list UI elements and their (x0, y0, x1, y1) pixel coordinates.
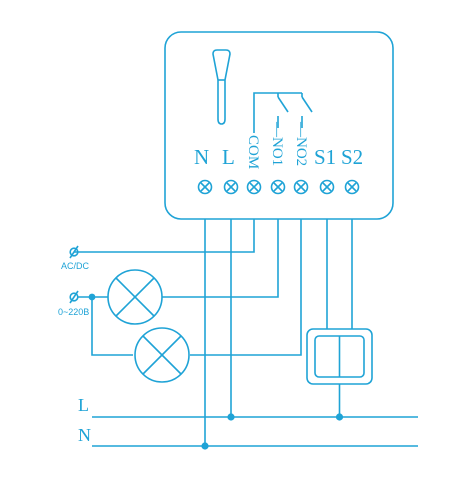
terminal-label-s1: S1 (314, 145, 336, 169)
ac-dc-input-terminal (69, 245, 79, 259)
terminal-screw-s1 (319, 179, 335, 195)
terminal-screw-no1 (270, 179, 286, 195)
wire-no2 (190, 187, 302, 356)
junction-switch-l-bus (335, 413, 344, 421)
bus-label-l: L (78, 395, 89, 415)
wire-no1 (162, 187, 279, 298)
lamp-2-icon (134, 327, 190, 383)
terminal-screw-com (246, 179, 262, 195)
voltage-input-terminal (69, 290, 79, 304)
terminal-label-l: L (222, 145, 235, 169)
junction-l-bus (227, 413, 235, 421)
terminal-label-s2: S2 (341, 145, 363, 169)
junction-n-bus (201, 442, 209, 450)
terminal-screw-s2 (344, 179, 360, 195)
relay-contacts-icon (253, 92, 313, 133)
terminal-label-com: COM (245, 135, 261, 169)
ac-dc-label: AC/DC (61, 261, 90, 271)
antenna-icon (212, 49, 231, 125)
voltage-label: 0~220B (58, 307, 89, 317)
terminal-screw-no2 (293, 179, 309, 195)
wall-switch-icon (306, 328, 373, 385)
terminal-label-no2: —NO2 (293, 121, 309, 166)
lamp-1-icon (107, 269, 163, 325)
relay-module (164, 31, 394, 220)
terminal-screw-l (223, 179, 239, 195)
bus-label-n: N (78, 425, 91, 445)
wire-voltage-to-lamp2 (91, 297, 133, 356)
terminal-screw-n (197, 179, 213, 195)
terminal-label-n: N (194, 145, 209, 169)
terminal-label-no1: —NO1 (269, 121, 285, 166)
